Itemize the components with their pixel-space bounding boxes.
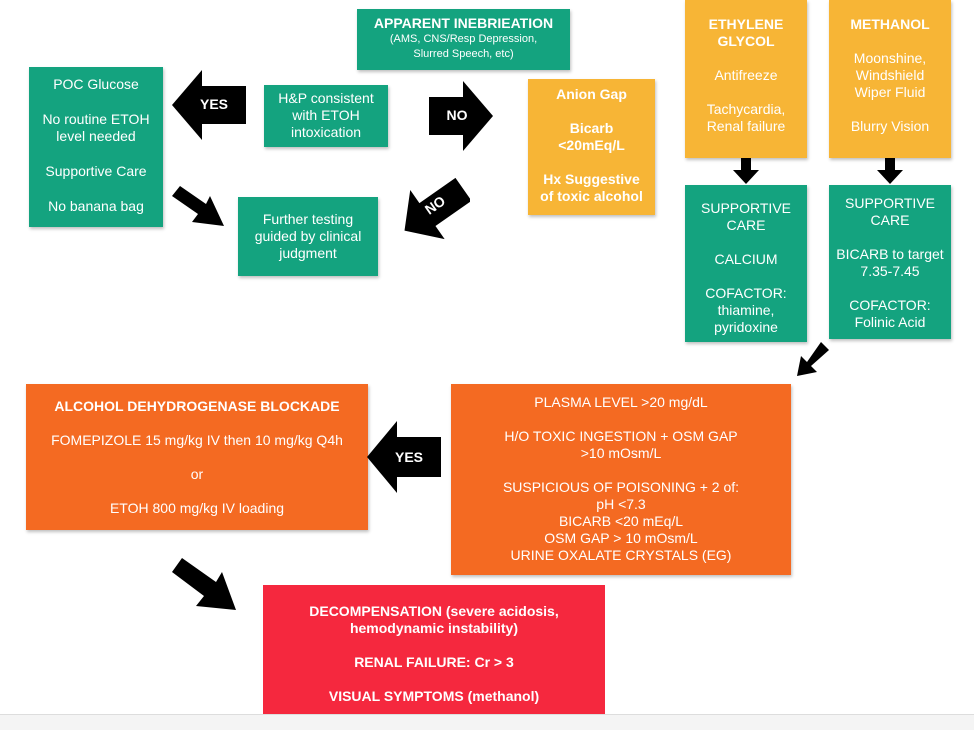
decompensation-line-3: VISUAL SYMPTOMS (methanol) xyxy=(328,688,540,704)
hp-consistent-line-2: with ETOH xyxy=(292,107,360,123)
no-top-label: NO xyxy=(446,107,468,123)
apparent-inebriation-line-1: (AMS, CNS/Resp Depression, xyxy=(389,33,538,45)
poc-glucose-line-1: POC Glucose xyxy=(53,76,139,92)
criteria-line-7: URINE OXALATE CRYSTALS (EG) xyxy=(510,547,732,563)
bottom-scroll-bar xyxy=(0,714,974,730)
arrow-poc-to-testing-icon xyxy=(172,186,224,226)
further-testing-line-3: judgment xyxy=(279,245,337,261)
criteria-line-5: BICARB <20 mEq/L xyxy=(558,513,684,529)
poc-glucose-line-3: Supportive Care xyxy=(45,163,147,179)
methanol-treatment-line-3: COFACTOR: Folinic Acid xyxy=(849,297,931,330)
ethylene-glycol-title: ETHYLENE GLYCOL xyxy=(708,16,784,49)
no-arrow-diagonal-icon xyxy=(404,177,470,240)
methanol-line-2: Blurry Vision xyxy=(850,118,930,134)
hp-consistent-line-3: intoxication xyxy=(290,124,362,140)
ethylene-glycol-line-2: Tachycardia, Renal failure xyxy=(706,101,786,134)
adh-blockade-line-2: or xyxy=(190,466,204,482)
eg-treatment-line-4: thiamine, pyridoxine xyxy=(714,302,778,335)
criteria-line-3: SUSPICIOUS OF POISONING + 2 of: xyxy=(502,479,740,495)
anion-gap-line-1: Anion Gap xyxy=(556,86,627,102)
methanol-line-1: Moonshine, Windshield Wiper Fluid xyxy=(853,50,927,100)
criteria-box: PLASMA LEVEL >20 mg/dL H/O TOXIC INGESTI… xyxy=(451,384,791,575)
ethylene-glycol-box: ETHYLENE GLYCOL Antifreeze Tachycardia, … xyxy=(685,0,807,158)
apparent-inebriation-line-2: Slurred Speech, etc) xyxy=(413,48,514,60)
methanol-treatment-line-2: BICARB to target 7.35-7.45 xyxy=(836,246,944,279)
eg-treatment-line-1: SUPPORTIVE CARE xyxy=(701,200,791,233)
adh-blockade-title: ALCOHOL DEHYDROGENASE BLOCKADE xyxy=(54,398,340,414)
arrow-eg-down-icon xyxy=(733,158,759,184)
decompensation-line-1: DECOMPENSATION (severe acidosis, hemodyn… xyxy=(309,603,559,636)
methanol-treatment-box: SUPPORTIVE CARE BICARB to target 7.35-7.… xyxy=(829,185,951,339)
anion-gap-line-3: Hx Suggestive of toxic alcohol xyxy=(540,171,643,204)
anion-gap-box: Anion Gap Bicarb <20mEq/L Hx Suggestive … xyxy=(528,79,655,215)
yes-arrow-left-icon xyxy=(172,70,246,140)
criteria-line-2: H/O TOXIC INGESTION + OSM GAP >10 mOsm/L xyxy=(504,428,738,461)
yes-bottom-label: YES xyxy=(394,449,423,465)
decompensation-box: DECOMPENSATION (severe acidosis, hemodyn… xyxy=(263,585,605,714)
arrow-to-criteria-icon xyxy=(797,342,829,376)
further-testing-box: Further testing guided by clinical judgm… xyxy=(238,197,378,276)
eg-treatment-box: SUPPORTIVE CARE CALCIUM COFACTOR: thiami… xyxy=(685,185,807,342)
ethylene-glycol-line-1: Antifreeze xyxy=(714,67,778,83)
methanol-treatment-line-1: SUPPORTIVE CARE xyxy=(845,195,935,228)
arrow-methanol-down-icon xyxy=(877,158,903,184)
eg-treatment-line-3: COFACTOR: xyxy=(705,285,787,301)
eg-treatment-line-2: CALCIUM xyxy=(714,251,778,267)
hp-consistent-box: H&P consistent with ETOH intoxication xyxy=(264,85,388,147)
apparent-inebriation-box: APPARENT INEBRIEATION (AMS, CNS/Resp Dep… xyxy=(357,9,570,70)
no-arrow-right-icon xyxy=(429,81,493,151)
poc-glucose-line-2: No routine ETOH level needed xyxy=(42,111,150,144)
adh-blockade-box: ALCOHOL DEHYDROGENASE BLOCKADE FOMEPIZOL… xyxy=(26,384,368,530)
poc-glucose-box: POC Glucose No routine ETOH level needed… xyxy=(29,67,163,227)
poc-glucose-line-4: No banana bag xyxy=(48,198,144,214)
hp-consistent-line-1: H&P consistent xyxy=(278,90,374,106)
adh-blockade-line-1: FOMEPIZOLE 15 mg/kg IV then 10 mg/kg Q4h xyxy=(51,432,343,448)
adh-blockade-line-3: ETOH 800 mg/kg IV loading xyxy=(109,500,285,516)
decompensation-line-2: RENAL FAILURE: Cr > 3 xyxy=(354,654,514,670)
criteria-line-1: PLASMA LEVEL >20 mg/dL xyxy=(534,394,708,410)
yes-arrow-bottom-icon xyxy=(367,421,441,493)
criteria-line-6: OSM GAP > 10 mOsm/L xyxy=(544,530,698,546)
anion-gap-line-2: Bicarb <20mEq/L xyxy=(558,120,625,153)
arrow-adh-to-decomp-icon xyxy=(172,558,236,610)
further-testing-line-2: guided by clinical xyxy=(254,228,362,244)
methanol-box: METHANOL Moonshine, Windshield Wiper Flu… xyxy=(829,0,951,158)
criteria-line-4: pH <7.3 xyxy=(596,496,646,512)
further-testing-line-1: Further testing xyxy=(262,211,354,227)
methanol-title: METHANOL xyxy=(850,16,930,32)
apparent-inebriation-title: APPARENT INEBRIEATION xyxy=(373,15,554,31)
yes-top-label: YES xyxy=(199,96,228,112)
